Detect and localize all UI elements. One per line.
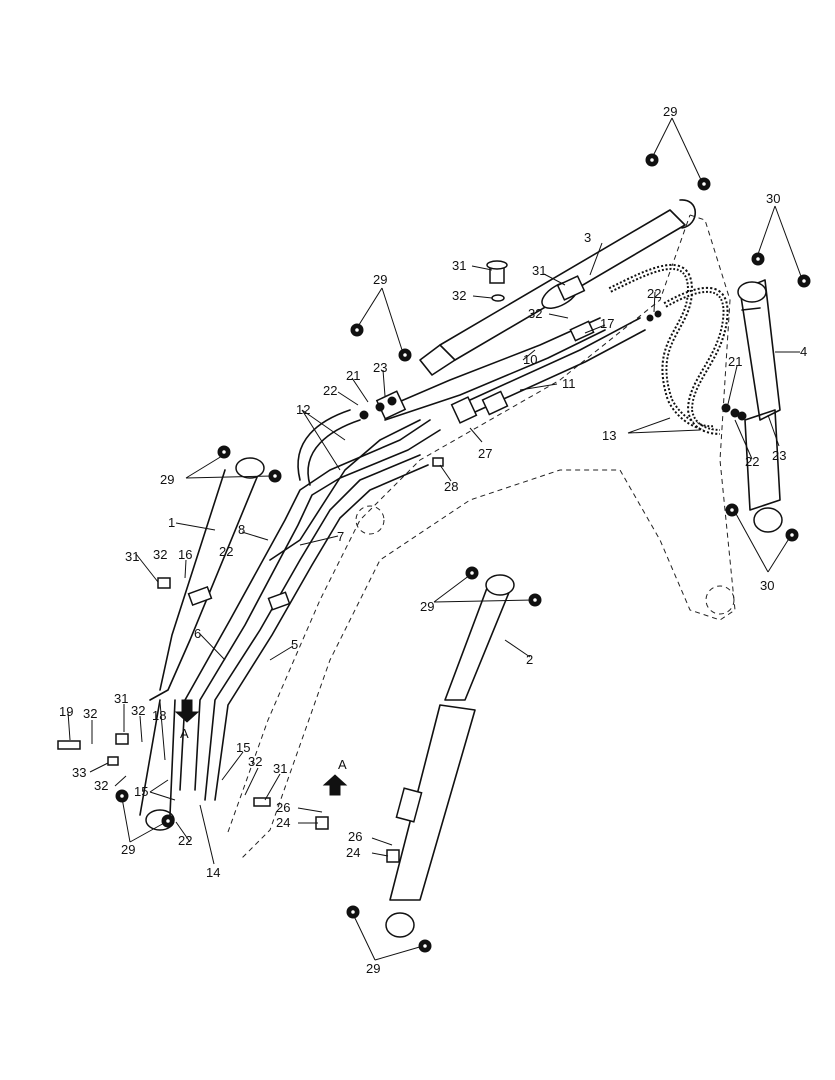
callout-26: 26 xyxy=(276,800,290,815)
callout-29: 29 xyxy=(160,472,174,487)
callout-22: 22 xyxy=(178,833,192,848)
cylinder-1 xyxy=(139,457,265,831)
view-marker-a-upper: A xyxy=(180,726,189,741)
callout-31: 31 xyxy=(273,761,287,776)
callout-13: 13 xyxy=(602,428,616,443)
callout-11: 11 xyxy=(562,376,576,391)
callout-22: 22 xyxy=(323,383,337,398)
callout-22: 22 xyxy=(745,454,759,469)
callout-8: 8 xyxy=(238,522,245,537)
callout-3: 3 xyxy=(584,230,591,245)
callout-32: 32 xyxy=(248,754,262,769)
callout-4: 4 xyxy=(800,344,807,359)
callout-33: 33 xyxy=(72,765,86,780)
boom-outline xyxy=(227,214,736,861)
callout-32: 32 xyxy=(153,547,167,562)
callout-14: 14 xyxy=(206,865,220,880)
flex-hoses-13 xyxy=(608,263,729,435)
callout-32: 32 xyxy=(452,288,466,303)
callout-31: 31 xyxy=(532,263,546,278)
callout-10: 10 xyxy=(523,352,537,367)
callout-29: 29 xyxy=(373,272,387,287)
callout-28: 28 xyxy=(444,479,458,494)
callout-labels: 29 30 3 31 31 29 32 22 32 17 4 10 21 23 … xyxy=(59,104,807,976)
callout-23: 23 xyxy=(373,360,387,375)
callout-1: 1 xyxy=(168,515,175,530)
callout-32: 32 xyxy=(528,306,542,321)
fittings xyxy=(57,153,811,953)
callout-32: 32 xyxy=(131,703,145,718)
callout-15: 15 xyxy=(236,740,250,755)
callout-23: 23 xyxy=(772,448,786,463)
callout-21: 21 xyxy=(728,354,742,369)
callout-31: 31 xyxy=(125,549,139,564)
callout-32: 32 xyxy=(83,706,97,721)
callout-22: 22 xyxy=(647,286,661,301)
callout-7: 7 xyxy=(337,529,344,544)
callout-29: 29 xyxy=(121,842,135,857)
callout-15: 15 xyxy=(134,784,148,799)
callout-22: 22 xyxy=(219,544,233,559)
callout-29: 29 xyxy=(663,104,677,119)
callout-24: 24 xyxy=(276,815,290,830)
callout-31: 31 xyxy=(452,258,466,273)
callout-6: 6 xyxy=(194,626,201,641)
callout-18: 18 xyxy=(152,708,166,723)
callout-29: 29 xyxy=(420,599,434,614)
callout-24: 24 xyxy=(346,845,360,860)
pipes xyxy=(179,275,646,801)
callout-27: 27 xyxy=(478,446,492,461)
callout-5: 5 xyxy=(291,637,298,652)
callout-26: 26 xyxy=(348,829,362,844)
callout-31: 31 xyxy=(114,691,128,706)
callout-17: 17 xyxy=(600,316,614,331)
arm-cylinder-4 xyxy=(737,279,783,533)
callout-12: 12 xyxy=(296,402,310,417)
callout-21: 21 xyxy=(346,368,360,383)
callout-30: 30 xyxy=(760,578,774,593)
callout-30: 30 xyxy=(766,191,780,206)
callout-32: 32 xyxy=(94,778,108,793)
view-arrows xyxy=(174,699,348,796)
leader-lines xyxy=(67,117,803,961)
callout-29: 29 xyxy=(366,961,380,976)
cylinder-2 xyxy=(385,574,515,938)
callout-19: 19 xyxy=(59,704,73,719)
callout-2: 2 xyxy=(526,652,533,667)
view-marker-a-lower: A xyxy=(338,757,347,772)
callout-16: 16 xyxy=(178,547,192,562)
